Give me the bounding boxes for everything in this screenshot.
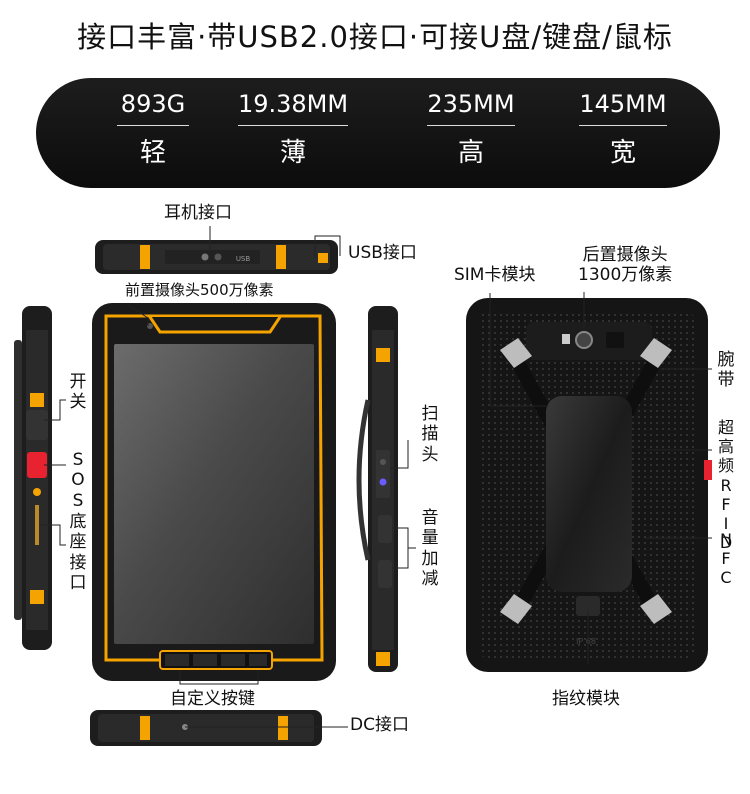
device-front-view [92,303,336,681]
spec-width-caption: 宽 [609,138,636,168]
top-edge-usb-mark: USB [236,255,251,263]
label-wrist-strap: 腕带 [717,350,735,391]
device-left-side [14,306,52,650]
device-right-side [356,306,398,672]
headline: 接口丰富·带USB2.0接口·可接U盘/键盘/鼠标 [77,20,673,54]
label-rear-camera: 后置摄像头 1300万像素 [578,245,673,285]
label-fingerprint-module: 指纹模块 [552,689,620,709]
label-volume: 音量加减 [421,508,439,590]
label-custom-keys: 自定义按键 [170,689,255,709]
label-power-switch: 开关 [69,372,87,413]
spec-thickness-value: 19.38MM [237,90,349,126]
label-earphone-port: 耳机接口 [164,203,232,223]
spec-weight: 893G 轻 [78,90,228,169]
spec-thickness: 19.38MM 薄 [218,90,368,169]
label-dc-port: DC接口 [350,715,409,735]
spec-bar: 893G 轻 19.38MM 薄 235MM 高 145MM 宽 [36,78,720,188]
spec-height-caption: 高 [457,138,484,168]
device-top-edge: USB [95,240,338,274]
label-sim-module: SIM卡模块 [454,265,536,285]
label-usb-port: USB接口 [348,243,417,263]
device-back-view: IP 68 [466,298,712,672]
spec-thickness-caption: 薄 [279,138,306,168]
label-scanner: 扫描头 [421,404,439,465]
back-ip-rating-mark: IP 68 [576,637,596,646]
device-bottom-edge [90,710,322,746]
spec-weight-value: 893G [117,90,189,126]
label-base-port: 底座接口 [69,512,87,594]
spec-height: 235MM 高 [396,90,546,169]
spec-width-value: 145MM [579,90,667,126]
label-front-camera: 前置摄像头500万像素 [125,281,274,299]
spec-height-value: 235MM [427,90,515,126]
spec-width: 145MM 宽 [548,90,698,169]
spec-weight-caption: 轻 [139,138,166,168]
